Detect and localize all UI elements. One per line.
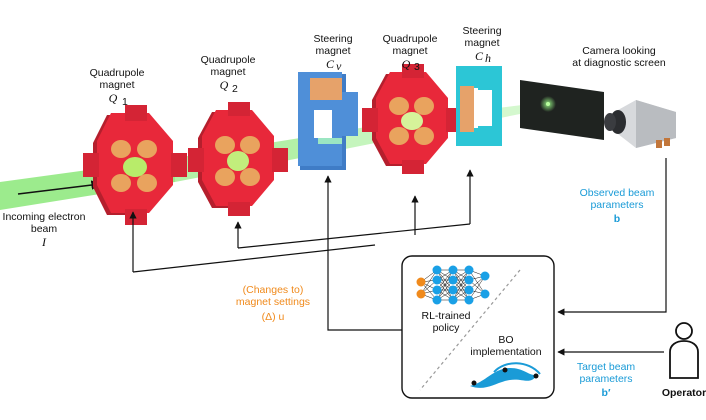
label-q2-line1: Quadrupole: [201, 54, 256, 66]
label-q2: Quadrupole magnet Q 2: [201, 54, 256, 95]
label-ch-sub: h: [485, 51, 491, 65]
steering-magnet-ch: [456, 66, 502, 146]
label-incoming: Incoming electron beam I: [3, 211, 86, 249]
label-bo: BO implementation: [470, 334, 541, 358]
label-ch-line1: Steering: [462, 25, 501, 37]
label-rl-line2: policy: [433, 322, 461, 334]
label-target-line2: parameters: [579, 373, 632, 385]
label-incoming-symbol: I: [41, 235, 47, 249]
label-q3: Quadrupole magnet Q 3: [383, 33, 438, 73]
label-rl: RL-trained policy: [421, 310, 470, 334]
steering-magnet-cv: [298, 72, 358, 170]
label-camera-line1: Camera looking: [582, 45, 656, 57]
label-cv-sub: v: [336, 59, 342, 73]
label-target-symbol: b′: [602, 387, 611, 399]
label-changes: (Changes to) magnet settings (Δ) u: [236, 284, 310, 323]
quadrupole-q3-magnet: [362, 64, 462, 174]
label-target: Target beam parameters b′: [577, 361, 636, 399]
control-lines: [129, 158, 667, 356]
label-incoming-line2: beam: [31, 223, 58, 235]
label-changes-line1: (Changes to): [243, 284, 304, 296]
gaussian-curve-icon: [470, 362, 541, 388]
label-q2-symbol: Q: [220, 78, 229, 92]
label-q1-sub: 1: [122, 96, 128, 108]
label-camera-line2: at diagnostic screen: [572, 57, 666, 69]
label-cv-symbol: C: [326, 57, 335, 71]
label-changes-symbol: (Δ) u: [262, 311, 285, 323]
label-observed-line2: parameters: [590, 199, 643, 211]
label-observed: Observed beam parameters b: [580, 187, 655, 225]
label-q3-line2: magnet: [392, 45, 427, 57]
label-ch-symbol: C: [475, 49, 484, 63]
label-cv-line2: magnet: [315, 45, 350, 57]
label-q2-sub: 2: [232, 83, 238, 95]
quadrupole-q2-magnet: [188, 102, 288, 216]
camera-icon: [604, 100, 676, 148]
label-q1: Quadrupole magnet Q 1: [90, 67, 145, 108]
label-ch: Steering magnet C h: [462, 25, 501, 65]
diagnostic-screen: [520, 80, 604, 140]
label-rl-line1: RL-trained: [421, 310, 470, 322]
label-cv-line1: Steering: [313, 33, 352, 45]
label-q3-line1: Quadrupole: [383, 33, 438, 45]
label-bo-line2: implementation: [470, 346, 541, 358]
label-incoming-line1: Incoming electron: [3, 211, 86, 223]
label-operator: Operator: [662, 387, 706, 399]
label-bo-line1: BO: [498, 334, 513, 346]
neural-network-icon: [416, 265, 490, 305]
label-camera: Camera looking at diagnostic screen: [572, 45, 666, 69]
incoming-beam-arrow: [17, 180, 101, 195]
label-q1-symbol: Q: [109, 91, 118, 105]
label-observed-symbol: b: [614, 213, 620, 225]
label-cv: Steering magnet C v: [313, 33, 352, 73]
label-q1-line2: magnet: [99, 79, 134, 91]
label-q3-sub: 3: [414, 61, 420, 73]
label-q3-symbol: Q: [402, 57, 411, 71]
label-target-line1: Target beam: [577, 361, 636, 373]
label-ch-line2: magnet: [464, 37, 499, 49]
label-changes-line2: magnet settings: [236, 296, 310, 308]
label-q1-line1: Quadrupole: [90, 67, 145, 79]
divider-line: [419, 269, 521, 391]
quadrupole-q1-magnet: [83, 105, 187, 225]
label-q2-line2: magnet: [210, 66, 245, 78]
person-outline-icon: [669, 322, 699, 379]
label-observed-line1: Observed beam: [580, 187, 655, 199]
